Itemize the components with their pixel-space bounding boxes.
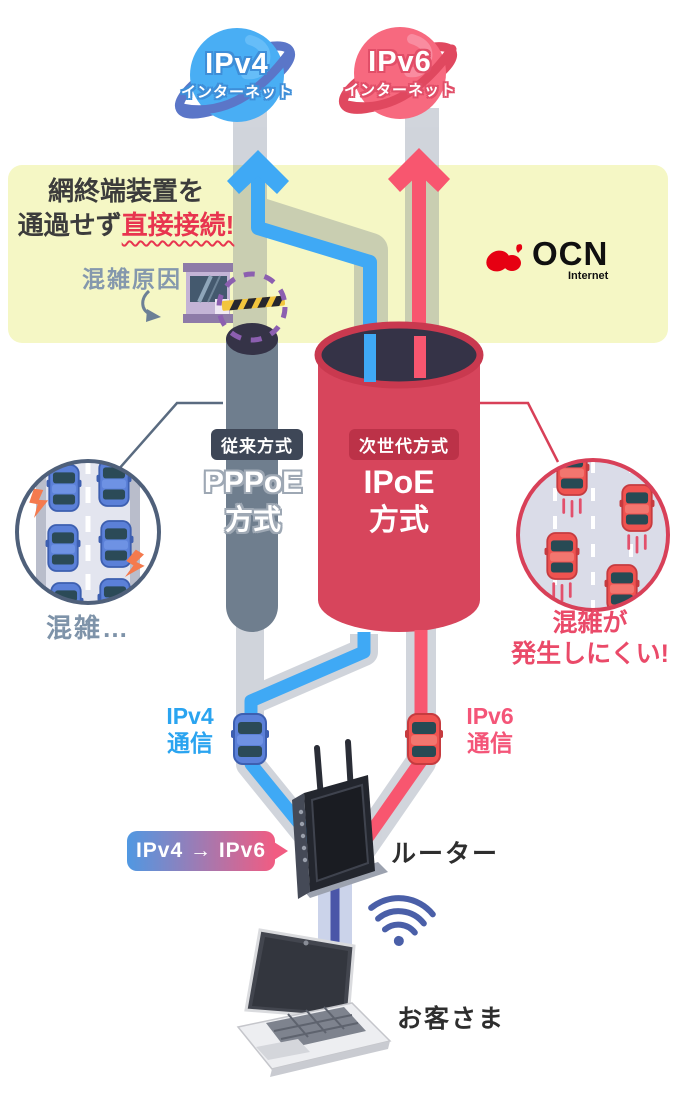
- congested-road-icon: [15, 459, 161, 605]
- ipv4-traffic-label: IPv4 通信: [166, 703, 214, 756]
- ocn-logo-name: OCN: [532, 235, 609, 272]
- ocn-logo-icon: [486, 244, 523, 272]
- ocn-logo: OCN Internet: [484, 237, 608, 283]
- badge-tail: [274, 842, 288, 860]
- ipoe-name: IPoE 方式: [363, 464, 435, 537]
- left-callout-caption: 混雑…: [45, 613, 130, 643]
- banner-line2: 通過せず直接接続!: [17, 210, 235, 240]
- smooth-road-icon: [516, 458, 670, 612]
- ipv4-to-router-line: [244, 632, 371, 866]
- right-callout-caption: 混雑が 発生しにくい!: [511, 609, 669, 668]
- laptop-icon: [236, 928, 392, 1077]
- pppoe-name: PPPoE 方式: [203, 466, 303, 535]
- router-icon: [292, 739, 388, 899]
- banner-line1: 網終端装置を: [47, 176, 204, 206]
- ipv4-to-ipv6-badge: IPv4 → IPv6: [127, 831, 275, 871]
- toll-booth-icon: [183, 263, 233, 323]
- ipoe-pipe: [314, 321, 484, 632]
- curved-arrow-icon: [141, 289, 161, 322]
- ipv4-globe-icon: [174, 28, 296, 122]
- ipv6-globe-title: IPv6: [368, 46, 432, 78]
- ipv6-globe-subtitle: インターネット: [343, 82, 456, 99]
- barrier-icon: [221, 295, 286, 311]
- ipv6-traffic-label: IPv6 通信: [466, 703, 514, 756]
- congestion-cause-label: 混雑原因: [82, 266, 182, 292]
- router-label: ルーター: [391, 840, 500, 868]
- red-car-icon: [404, 713, 444, 765]
- congestion-dashed-circle: [216, 271, 288, 343]
- pppoe-badge: 従来方式: [211, 429, 303, 460]
- banner-text: 網終端装置を 通過せず直接接続!: [8, 174, 244, 242]
- ipv4-route-line: [227, 150, 377, 348]
- ipv4-globe-subtitle: インターネット: [180, 84, 293, 101]
- ipv4-globe-title: IPv4: [205, 48, 269, 80]
- ipv6-globe-icon: [338, 27, 458, 119]
- customer-label: お客さま: [397, 1005, 506, 1033]
- ipv6-route-line: [388, 148, 450, 350]
- banner-emphasis: 直接接続!: [121, 210, 235, 240]
- left-callout-connector: [117, 401, 223, 471]
- wifi-icon: [368, 895, 436, 946]
- ocn-logo-sub: Internet: [568, 270, 609, 282]
- ipoe-badge: 次世代方式: [349, 429, 459, 460]
- blue-car-icon: [230, 713, 270, 765]
- right-callout-connector: [480, 401, 560, 463]
